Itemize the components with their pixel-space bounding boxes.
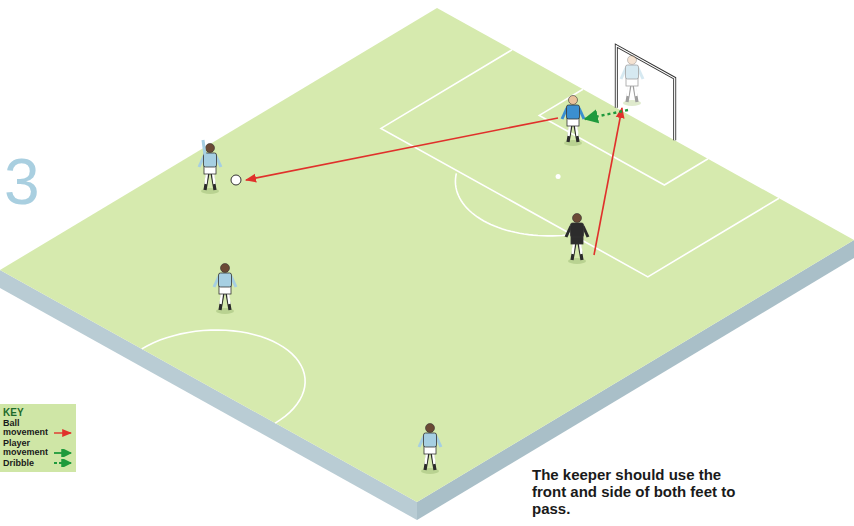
outfield-player — [419, 424, 441, 475]
ball-movement-arrow — [246, 118, 558, 180]
legend-sample — [53, 429, 73, 437]
legend-row: Dribble — [3, 459, 73, 468]
legend-sample — [53, 459, 73, 467]
penalty-spot — [556, 174, 561, 179]
outfield-player — [214, 264, 236, 315]
legend-text: Ball movement — [3, 419, 51, 438]
ball — [231, 175, 241, 185]
player-movement-arrow — [585, 110, 628, 119]
legend-text: Dribble — [3, 459, 51, 468]
goal — [616, 46, 674, 140]
raised-arm — [203, 140, 205, 155]
pitch-surface — [0, 8, 854, 502]
legend-row: Player movement — [3, 439, 73, 458]
goalkeeper — [562, 96, 584, 147]
legend-text: Player movement — [3, 439, 51, 458]
legend-sample — [53, 449, 73, 457]
keeper-start — [621, 56, 643, 107]
penalty-arc — [455, 173, 567, 235]
opponent-player — [566, 214, 588, 265]
step-number: 3 — [4, 150, 40, 214]
penalty-box — [381, 50, 779, 277]
centre-circle — [142, 330, 305, 423]
key-title: KEY — [3, 407, 73, 418]
six-yard-box — [539, 89, 708, 185]
ball-movement-arrow — [594, 108, 622, 255]
caption: The keeper should use the front and side… — [532, 466, 737, 517]
key-panel: KEYBall movementPlayer movementDribble — [0, 404, 76, 472]
legend-row: Ball movement — [3, 419, 73, 438]
outfield-player — [199, 144, 221, 195]
goal — [616, 46, 674, 140]
